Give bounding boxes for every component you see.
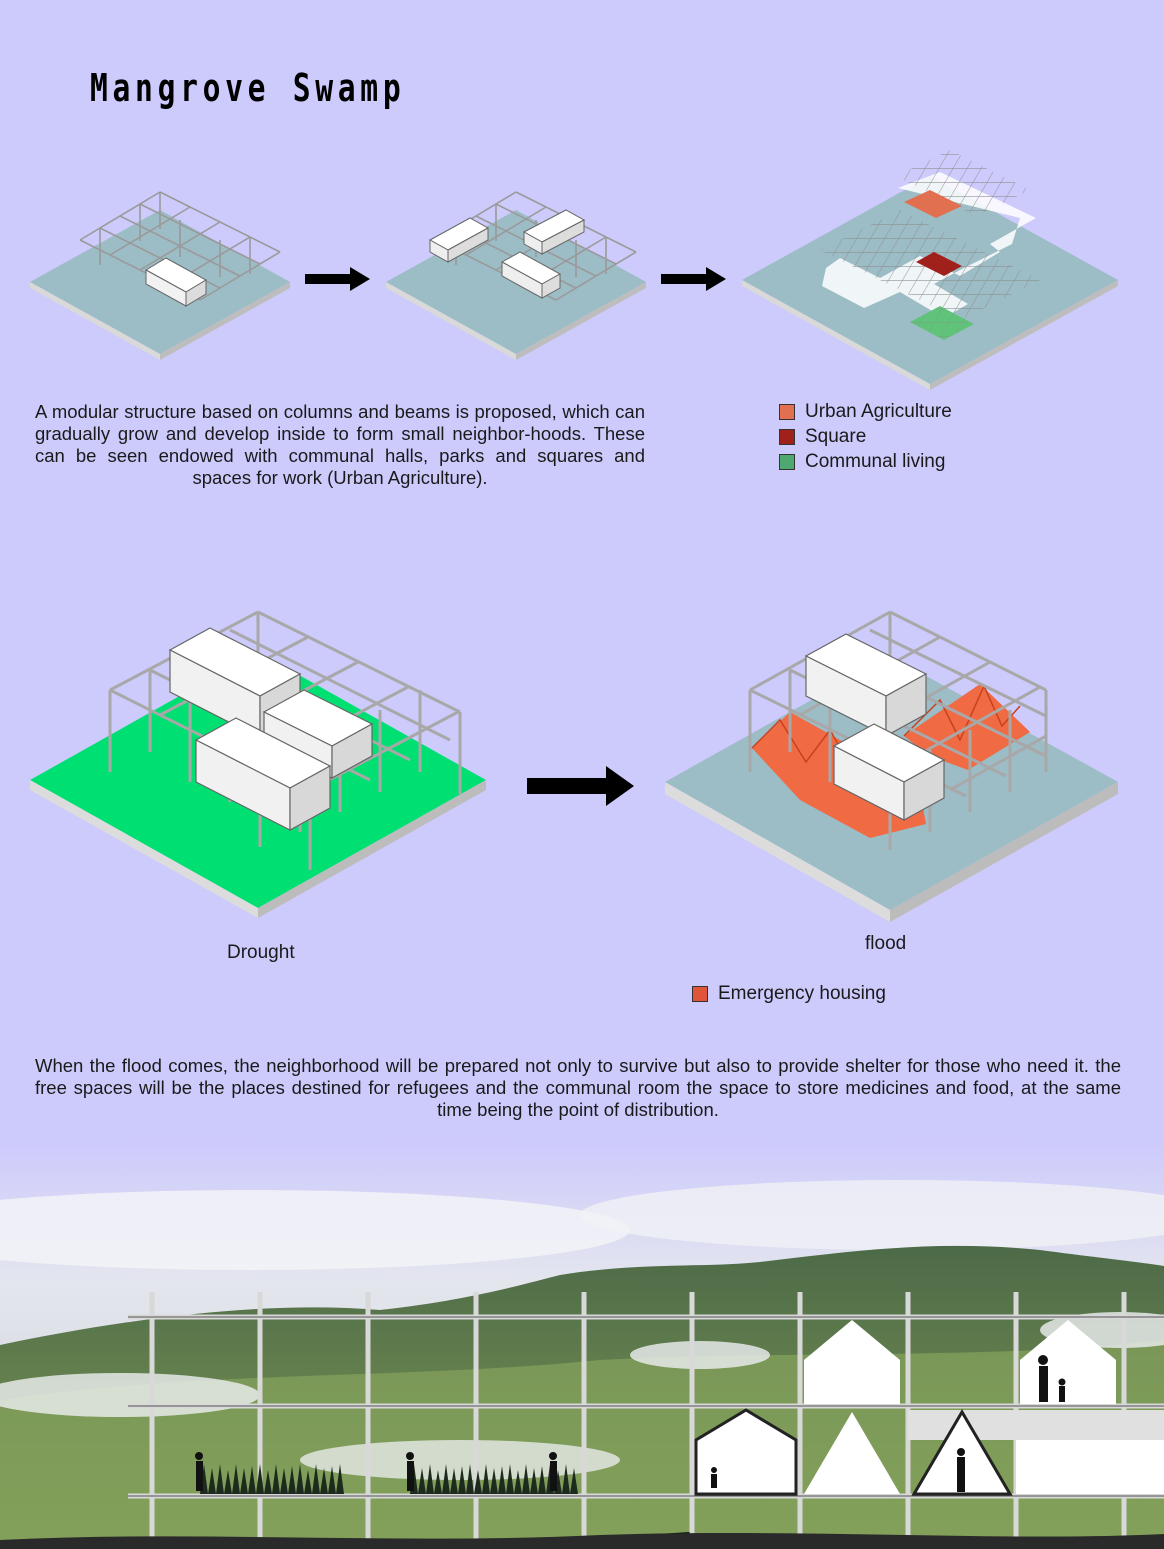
- stage-2-houses: [428, 209, 586, 299]
- caption-drought: Drought: [227, 942, 295, 963]
- legend-item-urban-agriculture: Urban Agriculture: [779, 399, 952, 424]
- legend-item-emergency-housing: Emergency housing: [692, 981, 886, 1006]
- stage-1-frame: [79, 191, 281, 301]
- stage-1-plate: [30, 191, 290, 360]
- flood-houses: [804, 633, 946, 822]
- emergency-housing-swatch: [692, 985, 708, 1002]
- legend-label: Urban Agriculture: [805, 400, 952, 422]
- arrow-2: [661, 267, 726, 291]
- urban-agriculture-swatch: [779, 403, 795, 420]
- arrow-3: [527, 766, 634, 806]
- legend-label: Communal living: [805, 450, 946, 472]
- square-zone: [916, 252, 962, 276]
- stage-3-neighborhood: [820, 150, 1040, 340]
- urban-agriculture-zone: [904, 190, 962, 218]
- legend-label: Square: [805, 425, 867, 447]
- section-house-3: [694, 1408, 798, 1496]
- crops: [200, 1464, 578, 1494]
- legend-label: Emergency housing: [718, 982, 886, 1004]
- description-bottom: When the flood comes, the neighborhood w…: [35, 1055, 1121, 1120]
- stage-1-house: [144, 257, 208, 307]
- legend-item-communal-living: Communal living: [779, 449, 952, 474]
- description-top: A modular structure based on columns and…: [35, 401, 645, 488]
- section-house-1: [804, 1320, 900, 1404]
- landscape-section: [0, 1140, 1164, 1549]
- communal-living-swatch: [779, 453, 795, 470]
- legend-top: Urban Agriculture Square Communal living: [779, 399, 952, 474]
- caption-flood: flood: [865, 933, 907, 954]
- people: [195, 1355, 1066, 1492]
- drought-plate: [30, 610, 486, 918]
- drought-houses: [168, 627, 374, 832]
- stage-2-plate: [386, 191, 646, 360]
- flood-plate: [665, 610, 1118, 922]
- legend-bottom: Emergency housing: [692, 981, 886, 1006]
- square-swatch: [779, 428, 795, 445]
- arrow-1: [305, 267, 370, 291]
- legend-item-square: Square: [779, 424, 952, 449]
- page-title: Mangrove Swamp: [90, 66, 406, 110]
- section-tent-1: [804, 1412, 900, 1494]
- stage-3-plate: [742, 150, 1118, 390]
